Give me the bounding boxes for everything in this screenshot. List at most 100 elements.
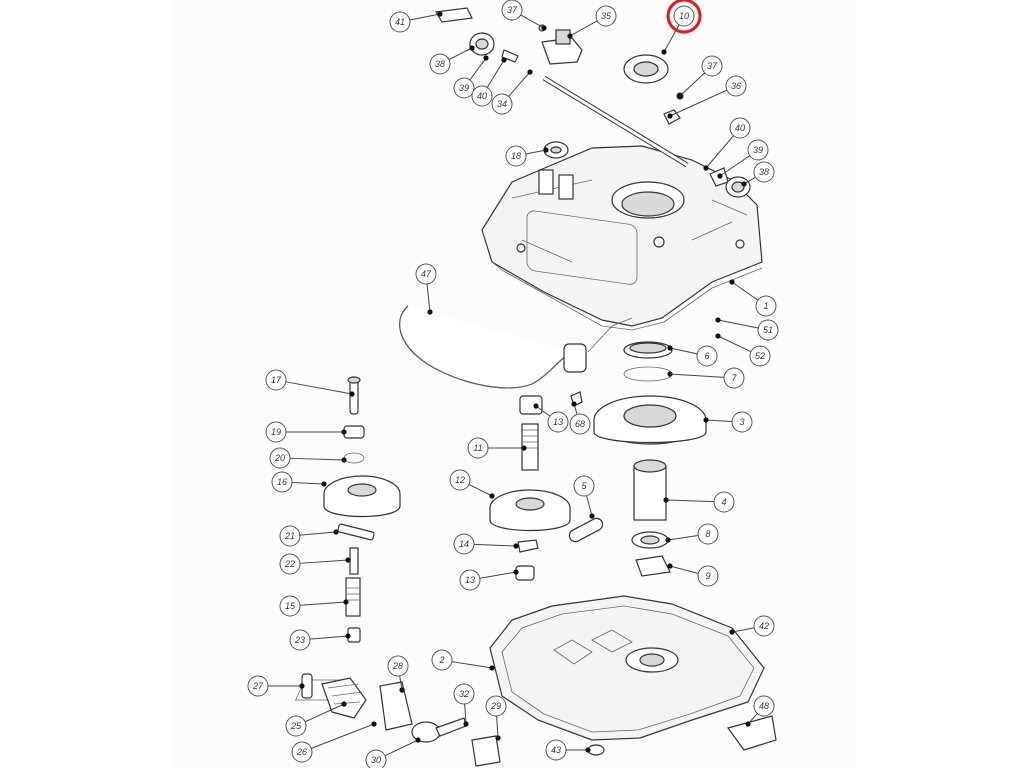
callout-label: 38 <box>435 59 445 69</box>
gear-stack <box>489 341 707 581</box>
leader-line <box>486 59 505 88</box>
leader-dot <box>745 721 751 727</box>
callout-circle <box>729 117 751 139</box>
leader-dot <box>333 529 339 535</box>
leader-dot <box>543 147 549 153</box>
callout-25: 25 <box>285 715 307 737</box>
leader-dot <box>729 629 735 635</box>
callout-label: 32 <box>459 689 469 699</box>
callout-11: 11 <box>467 437 489 459</box>
leader-dot <box>533 403 539 409</box>
leader-line <box>409 13 441 21</box>
callout-28: 28 <box>387 655 409 677</box>
callout-circle <box>731 411 753 433</box>
leader-dot <box>667 345 673 351</box>
leader-dot <box>415 737 421 743</box>
leader-line <box>426 283 431 313</box>
callout-2: 2 <box>431 649 453 671</box>
callout-circle <box>265 369 287 391</box>
leader-line <box>508 71 531 97</box>
callout-36: 36 <box>725 75 747 97</box>
exploded-view-diagram: 4137351038394034373640393818147515267171… <box>247 0 779 768</box>
callout-43: 43 <box>545 739 567 761</box>
callout-13: 13 <box>547 411 569 433</box>
callout-label: 30 <box>371 755 381 765</box>
callout-42: 42 <box>753 615 775 637</box>
callout-label: 26 <box>296 747 307 757</box>
upper-cover-part <box>481 145 763 331</box>
callout-label: 43 <box>551 745 561 755</box>
leader-dot <box>371 721 377 727</box>
callout-68: 68 <box>569 413 591 435</box>
leader-dot <box>527 69 533 75</box>
callout-3: 3 <box>731 411 753 433</box>
callout-label: 35 <box>601 11 612 21</box>
callout-circle <box>701 55 723 77</box>
callout-circle <box>697 565 719 587</box>
leader-dot <box>463 721 469 727</box>
callout-label: 12 <box>455 475 465 485</box>
leader-line <box>311 723 375 749</box>
callout-48: 48 <box>753 695 775 717</box>
leader-dot <box>513 543 519 549</box>
leader-line <box>464 703 467 725</box>
callout-circle <box>247 675 269 697</box>
leader-dot <box>729 279 735 285</box>
callout-16: 16 <box>271 471 293 493</box>
callout-label: 42 <box>759 621 769 631</box>
leader-line <box>586 495 593 517</box>
highlight-ring <box>666 0 702 34</box>
leader-line <box>535 405 551 417</box>
callout-label: 39 <box>459 83 469 93</box>
callout-label: 21 <box>284 531 295 541</box>
callout-circle <box>291 741 313 763</box>
callout-39: 39 <box>747 139 769 161</box>
callout-14: 14 <box>453 533 475 555</box>
callout-label: 23 <box>294 635 305 645</box>
callout-label: 15 <box>285 601 296 611</box>
callout-circle <box>753 161 775 183</box>
callout-37: 37 <box>501 0 523 21</box>
leader-dot <box>341 457 347 463</box>
callout-circle <box>753 615 775 637</box>
leader-line <box>285 381 353 395</box>
callout-label: 40 <box>477 91 487 101</box>
callout-circle <box>429 53 451 75</box>
leader-line <box>299 531 337 536</box>
callout-27: 27 <box>247 675 269 697</box>
leader-dot <box>717 173 723 179</box>
leader-line <box>448 47 473 60</box>
leader-line <box>705 135 734 169</box>
leader-dot <box>483 55 489 61</box>
leader-line <box>669 373 725 378</box>
leader-dot <box>349 391 355 397</box>
leader-line <box>299 601 347 606</box>
callout-circle <box>453 533 475 555</box>
leader-dot <box>667 113 673 119</box>
leader-dot <box>513 569 519 575</box>
callout-label: 37 <box>507 5 518 15</box>
leader-dot <box>667 371 673 377</box>
callout-circle <box>725 75 747 97</box>
leader-dot <box>677 93 683 99</box>
leader-dot <box>341 429 347 435</box>
callout-circle <box>696 345 718 367</box>
callout-20: 20 <box>269 447 291 469</box>
callout-label: 52 <box>755 351 765 361</box>
leader-line <box>289 457 345 461</box>
callout-35: 35 <box>595 5 617 27</box>
leader-dot <box>489 665 495 671</box>
leader-line <box>717 335 752 353</box>
callout-38: 38 <box>429 53 451 75</box>
leader-line <box>731 281 759 301</box>
callout-4: 4 <box>713 491 735 513</box>
callout-circle <box>389 11 411 33</box>
callout-40: 40 <box>471 85 493 107</box>
leader-line <box>717 319 759 329</box>
leader-dot <box>567 33 573 39</box>
leader-line <box>309 635 349 640</box>
callout-label: 48 <box>759 701 769 711</box>
callout-41: 41 <box>389 11 411 33</box>
leader-line <box>299 559 349 564</box>
